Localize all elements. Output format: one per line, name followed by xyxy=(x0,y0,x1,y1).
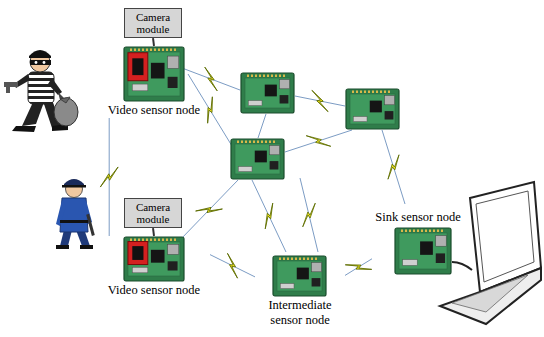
sensor-board xyxy=(123,236,185,282)
node-label: Intermediate sensor node xyxy=(255,298,345,328)
sensor-board xyxy=(123,46,185,102)
sensor-board xyxy=(346,89,399,129)
camera-module-box: Camera module xyxy=(124,8,182,38)
video-sensor-node: Video sensor node xyxy=(98,236,210,298)
wireless-link xyxy=(285,130,352,152)
wireless-link xyxy=(252,180,286,252)
node-label: Video sensor node xyxy=(98,283,210,298)
sensor-board xyxy=(231,139,284,179)
laptop xyxy=(440,182,541,324)
wireless-link xyxy=(345,258,372,276)
wireless-link xyxy=(382,130,405,204)
wireless-link xyxy=(300,178,318,252)
sensor-board xyxy=(272,255,327,297)
wireless-link xyxy=(210,253,255,278)
node-label: Video sensor node xyxy=(98,103,210,118)
police-figure xyxy=(56,179,95,249)
intermediate-sensor-node: Intermediate sensor node xyxy=(255,255,345,328)
thief-figure xyxy=(4,50,78,132)
node-label: Sink sensor node xyxy=(372,210,464,225)
camera-cable xyxy=(153,228,154,236)
camera-module-box: Camera module xyxy=(124,198,182,228)
camera-cable xyxy=(153,38,154,46)
video-sensor-node: Video sensor node xyxy=(98,46,210,118)
sensor-board xyxy=(241,73,294,113)
wireless-link xyxy=(258,114,266,138)
wireless-link xyxy=(100,118,118,236)
sink-sensor-node: Sink sensor node xyxy=(372,210,464,275)
wireless-link xyxy=(180,180,238,240)
box-label: Camera module xyxy=(127,201,179,225)
wireless-link xyxy=(295,90,345,111)
sensor-board xyxy=(394,227,452,275)
box-label: Camera module xyxy=(127,11,179,35)
